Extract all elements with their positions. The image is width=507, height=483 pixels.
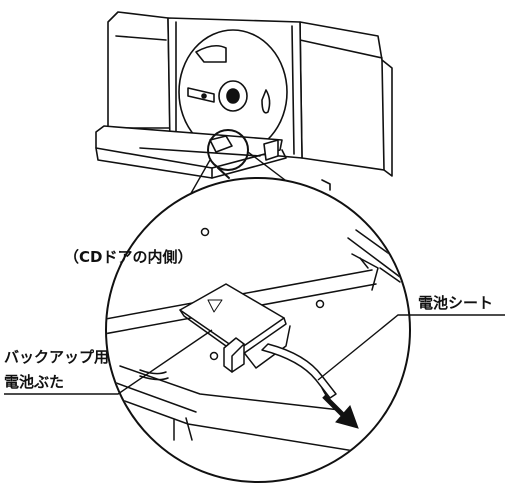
battery-cover-leader — [4, 329, 213, 395]
battery-sheet — [261, 343, 337, 399]
magnifier-source-circle — [207, 129, 249, 171]
battery-sheet-leader — [317, 314, 505, 381]
backup-battery-cover-label-line1: バックアップ用 — [4, 348, 110, 366]
battery-sheet-label: 電池シート — [418, 294, 494, 312]
cd-door-inside-label: （CDドアの内側） — [64, 248, 193, 266]
backup-battery-cover-label-line2: 電池ぶた — [4, 373, 65, 391]
screw — [315, 299, 325, 309]
screw — [209, 351, 219, 361]
pull-arrow — [322, 394, 359, 429]
cd-player-unit — [95, 11, 393, 191]
screw — [200, 227, 210, 237]
